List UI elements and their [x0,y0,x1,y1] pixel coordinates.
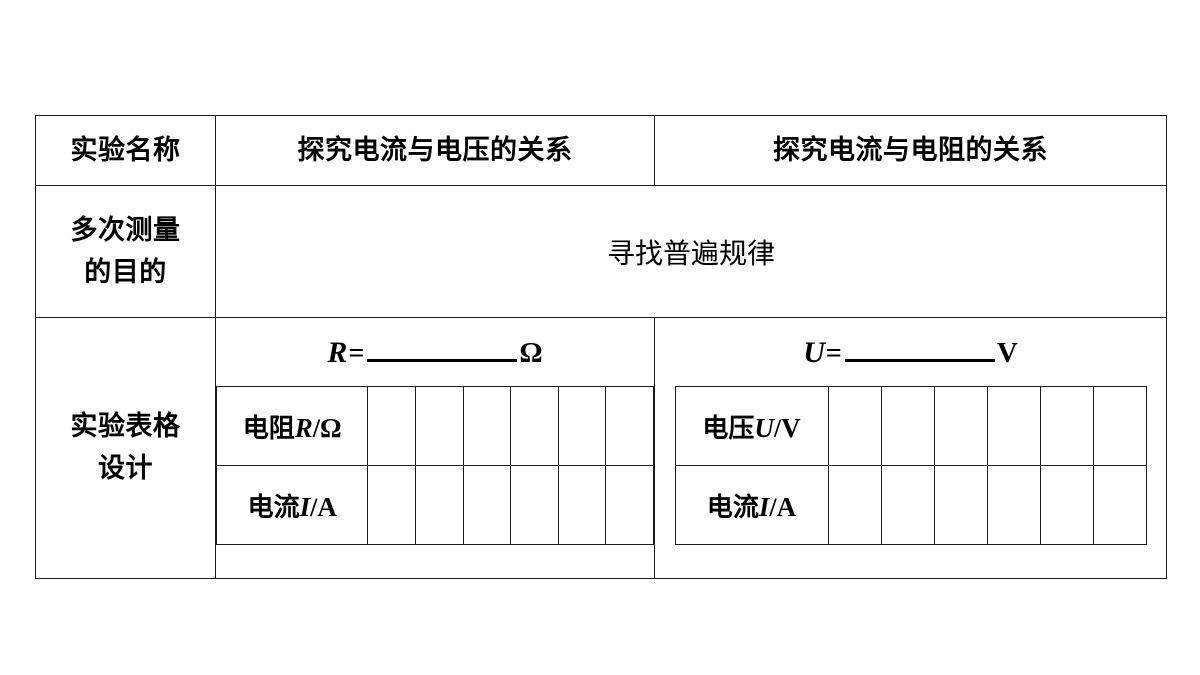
data-cell[interactable] [557,465,607,545]
formula-right-symbol: U [803,336,825,369]
data-cell[interactable] [367,465,417,545]
data-cell[interactable] [415,386,464,466]
data-cell[interactable] [933,465,988,545]
data-row-label-current-right-slash: / [769,492,777,522]
data-row-label-resistance: 电阻R/Ω [215,386,369,466]
data-row-resistance: 电阻R/Ω [215,386,654,466]
formula-right-blank-field[interactable] [844,337,995,362]
data-row-label-resistance-slash: / [312,413,321,443]
data-cell[interactable] [827,386,882,466]
data-row-label-resistance-unit: Ω [320,412,342,443]
data-row-label-current-right: 电流I/A [674,465,829,545]
measurement-purpose-text: 寻找普遍规律 [606,238,775,270]
data-cell[interactable] [605,386,654,466]
formula-left-unit: Ω [519,337,543,369]
cell-table-design-left: R=Ω 电阻R/Ω [215,317,655,579]
data-row-label-current-left-symbol: I [299,491,311,522]
data-row-label-voltage-slash: / [773,413,782,443]
formula-fixed-resistance: R= Ω [327,336,542,370]
data-cell[interactable] [933,386,988,466]
table-row-experiment-name: 实验名称 探究电流与电压的关系 探究电流与电阻的关系 [35,115,1167,186]
data-row-label-current-right-symbol: I [758,491,770,522]
cell-experiment-name-right: 探究电流与电阻的关系 [654,115,1167,186]
formula-right-equals: = [825,338,842,369]
data-row-current-right: 电流I/A [674,465,1147,545]
data-row-label-current-left-slash: / [310,492,318,522]
row-label-measurement-purpose: 多次测量 的目的 [35,185,216,318]
table-design-left-stack: R=Ω 电阻R/Ω [215,318,654,578]
experiment-name-left-text: 探究电流与电压的关系 [297,135,573,166]
data-row-label-voltage: 电压U/V [674,386,829,466]
row-label-table-design-line2: 设计 [98,453,153,484]
table-design-right-stack: U=V 电压U/V [655,318,1166,578]
data-row-label-voltage-symbol: U [754,412,774,443]
row-label-table-design-block: 实验表格 设计 [36,406,215,490]
data-row-voltage: 电压U/V [674,386,1147,466]
data-row-label-resistance-symbol: R [294,412,313,443]
formula-left-blank-field[interactable] [367,337,518,362]
data-row-label-current-left: 电流I/A [215,465,369,545]
cell-measurement-purpose-merged: 寻找普遍规律 [215,185,1167,318]
data-cell[interactable] [986,386,1041,466]
data-table-current-vs-resistance: 电压U/V 电流I/A [674,386,1147,545]
data-cell[interactable] [880,465,935,545]
data-cell[interactable] [1092,386,1147,466]
data-row-label-voltage-cn: 电压 [702,413,755,444]
data-cell[interactable] [986,465,1041,545]
data-cell[interactable] [510,465,559,545]
data-cell[interactable] [557,386,607,466]
data-table-current-vs-voltage: 电阻R/Ω 电流I/A [215,386,654,545]
table-row-measurement-purpose: 多次测量 的目的 寻找普遍规律 [35,185,1167,318]
data-row-label-current-right-unit: A [776,491,797,522]
data-row-label-resistance-cn: 电阻 [242,413,295,444]
formula-left-symbol: R [327,336,348,369]
experiment-comparison-table: 实验名称 探究电流与电压的关系 探究电流与电阻的关系 多次测量 的目的 寻找普遍… [35,115,1167,579]
formula-fixed-voltage: U= V [803,336,1018,370]
formula-left-equals: = [348,338,365,369]
data-row-label-current-right-cn: 电流 [706,492,759,523]
data-cell[interactable] [1039,465,1094,545]
row-label-experiment-name: 实验名称 [35,115,216,186]
experiment-name-right-text: 探究电流与电阻的关系 [773,135,1048,166]
data-cell[interactable] [415,465,464,545]
cell-table-design-right: U=V 电压U/V [654,317,1167,579]
data-cell[interactable] [462,386,512,466]
data-row-label-current-left-unit: A [317,491,337,522]
data-row-label-voltage-unit: V [781,412,801,443]
data-cell[interactable] [1092,465,1147,545]
data-cell[interactable] [605,465,654,545]
cell-experiment-name-left: 探究电流与电压的关系 [215,115,655,186]
row-label-experiment-name-text: 实验名称 [70,135,181,166]
row-label-table-design: 实验表格 设计 [35,317,216,579]
row-label-table-design-line1: 实验表格 [70,411,181,443]
data-cell[interactable] [1039,386,1094,466]
data-cell[interactable] [367,386,417,466]
data-row-label-current-left-cn: 电流 [247,492,300,523]
data-row-current-left: 电流I/A [215,465,654,545]
data-cell[interactable] [462,465,512,545]
formula-right-unit: V [996,337,1018,369]
data-cell[interactable] [827,465,882,545]
row-label-measurement-purpose-line1: 多次测量 [70,214,181,246]
data-cell[interactable] [880,386,935,466]
row-label-measurement-purpose-line2: 的目的 [84,256,167,288]
row-label-measurement-purpose-block: 多次测量 的目的 [36,210,215,294]
table-row-table-design: 实验表格 设计 R=Ω 电阻R/Ω [35,317,1167,579]
data-cell[interactable] [510,386,559,466]
